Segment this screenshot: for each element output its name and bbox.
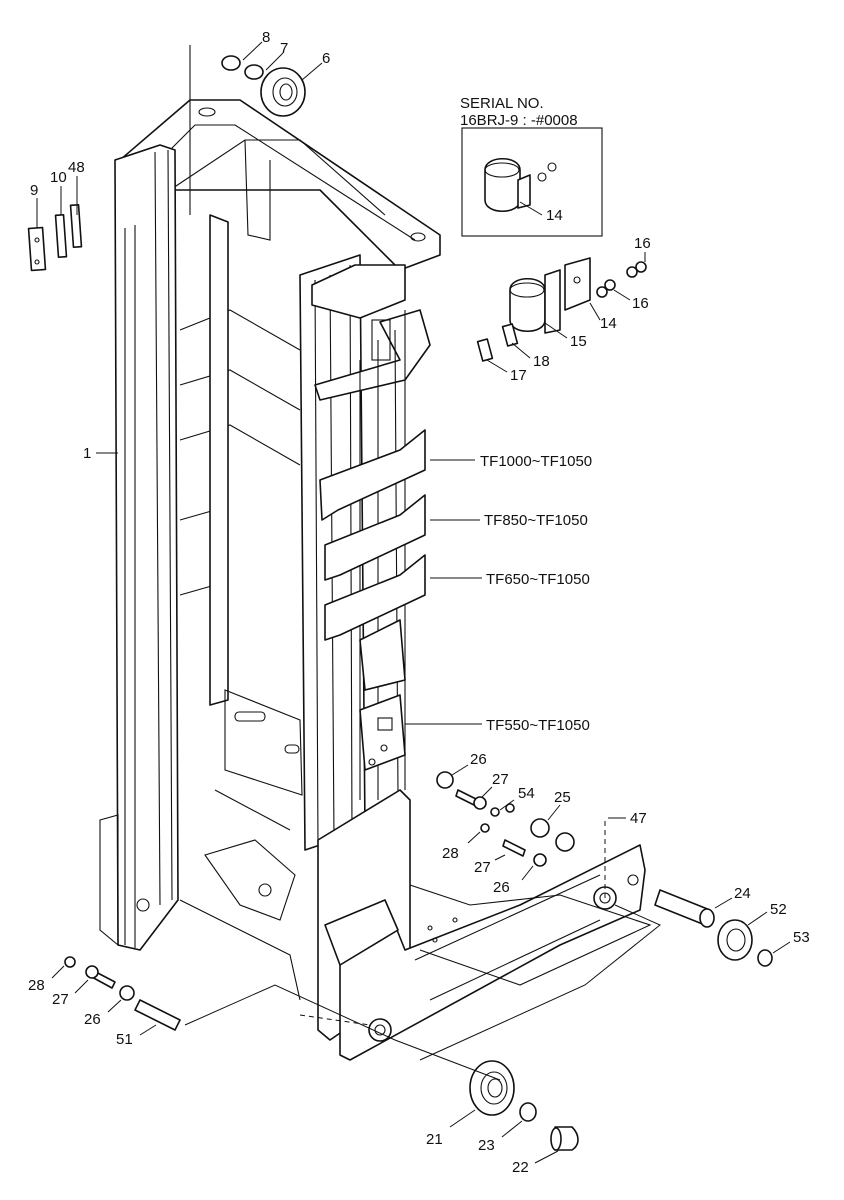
callout-27-b: 27 — [474, 859, 491, 876]
callout-14: 14 — [600, 315, 617, 332]
serial-box — [461, 127, 603, 237]
serial-part-label: 14 — [546, 207, 563, 224]
band-label-tf650: TF650~TF1050 — [486, 571, 590, 588]
callout-10: 10 — [50, 169, 67, 186]
callout-24: 24 — [734, 885, 751, 902]
bolts-left — [64, 956, 181, 1031]
callout-28-b: 28 — [28, 977, 45, 994]
clamp-14-15-16 — [509, 257, 647, 334]
pin-path-2 — [419, 904, 661, 1061]
serial-line2: 16BRJ-9 : -#0008 — [460, 112, 578, 129]
carriage-plate — [317, 789, 652, 1061]
callout-26-b: 26 — [493, 879, 510, 896]
callout-18: 18 — [533, 353, 550, 370]
serial-line1: SERIAL NO. — [460, 95, 544, 112]
callout-25: 25 — [554, 789, 571, 806]
leader-box-14 — [519, 201, 543, 216]
leader-lines — [36, 41, 791, 1164]
band-label-tf850: TF850~TF1050 — [484, 512, 588, 529]
callout-21: 21 — [426, 1131, 443, 1148]
callout-48: 48 — [68, 159, 85, 176]
shims-17-18 — [476, 323, 519, 362]
callout-26-a: 26 — [470, 751, 487, 768]
shaft-24-group — [654, 889, 773, 967]
callout-labels: 8 7 6 48 9 10 1 16 16 14 15 18 17 26 27 … — [28, 29, 810, 1176]
hose-guides — [319, 429, 426, 771]
callout-52: 52 — [770, 901, 787, 918]
callout-16-b: 16 — [632, 295, 649, 312]
model-band-labels: TF1000~TF1050 TF850~TF1050 TF650~TF1050 … — [480, 453, 592, 734]
callout-16-a: 16 — [634, 235, 651, 252]
callout-53: 53 — [793, 929, 810, 946]
bearing-6-group — [221, 55, 306, 117]
callout-27-a: 27 — [492, 771, 509, 788]
callout-9: 9 — [30, 182, 38, 199]
pin-path — [184, 984, 501, 1081]
bearing-21-group — [469, 1060, 579, 1151]
callout-7: 7 — [280, 40, 288, 57]
callout-26-c: 26 — [84, 1011, 101, 1028]
callout-22: 22 — [512, 1159, 529, 1176]
callout-28-a: 28 — [442, 845, 459, 862]
callout-8: 8 — [262, 29, 270, 46]
callout-47: 47 — [630, 810, 647, 827]
band-label-tf1000: TF1000~TF1050 — [480, 453, 592, 470]
callout-51: 51 — [116, 1031, 133, 1048]
callout-54: 54 — [518, 785, 535, 802]
callout-23: 23 — [478, 1137, 495, 1154]
callout-6: 6 — [322, 50, 330, 67]
clamp-14-box — [484, 158, 557, 212]
callout-27-c: 27 — [52, 991, 69, 1008]
callout-15: 15 — [570, 333, 587, 350]
band-label-tf550: TF550~TF1050 — [486, 717, 590, 734]
callout-17: 17 — [510, 367, 527, 384]
plates-9-10-48 — [27, 203, 83, 272]
callout-1: 1 — [83, 445, 91, 462]
bolts-right — [436, 771, 575, 867]
